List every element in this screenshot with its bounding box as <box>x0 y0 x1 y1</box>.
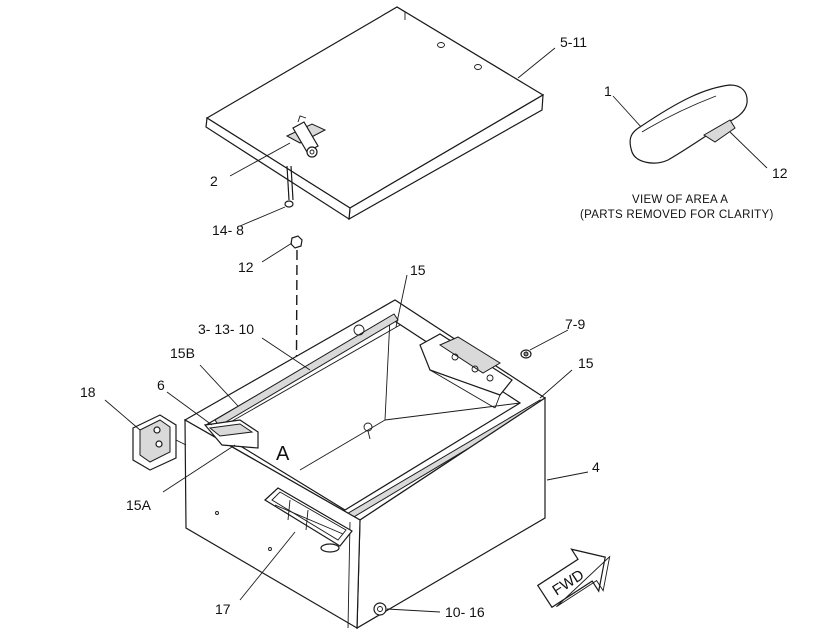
washer-7-9 <box>520 349 532 359</box>
handle-17 <box>264 487 353 553</box>
callout-18: 18 <box>80 384 96 400</box>
callout-3-13-10: 3- 13- 10 <box>198 321 254 337</box>
area-marker: A <box>276 443 290 465</box>
nut-12 <box>290 235 303 249</box>
callout-6: 6 <box>157 377 165 393</box>
callout-12-view: 12 <box>772 165 788 181</box>
leader-lines <box>104 47 768 613</box>
callout-4: 4 <box>592 459 600 475</box>
latch-assembly <box>285 115 327 158</box>
callout-15-right: 15 <box>578 355 594 371</box>
view-caption-note: (PARTS REMOVED FOR CLARITY) <box>580 209 774 221</box>
callout-15a: 15A <box>126 497 152 513</box>
washer-14-8 <box>284 200 294 208</box>
box-body <box>183 299 547 630</box>
callout-15-top: 15 <box>410 262 426 278</box>
clip-18 <box>132 414 187 471</box>
callout-17: 17 <box>215 601 231 617</box>
callout-5-11: 5-11 <box>560 34 587 50</box>
bracket-6 <box>203 419 259 449</box>
callout-10-16: 10- 16 <box>445 604 485 620</box>
hinge-plate <box>419 333 513 409</box>
callout-7-9: 7-9 <box>565 316 585 332</box>
callout-12: 12 <box>238 259 254 275</box>
callout-15b: 15B <box>170 345 195 361</box>
callout-2: 2 <box>210 173 218 189</box>
lid-cover <box>205 6 545 221</box>
callout-14-8: 14- 8 <box>212 222 244 238</box>
view-caption-title: VIEW OF AREA A <box>632 194 728 206</box>
callout-1: 1 <box>604 83 612 99</box>
fwd-arrow-icon: FWD <box>536 548 611 609</box>
view-area-a-inset <box>629 84 748 164</box>
